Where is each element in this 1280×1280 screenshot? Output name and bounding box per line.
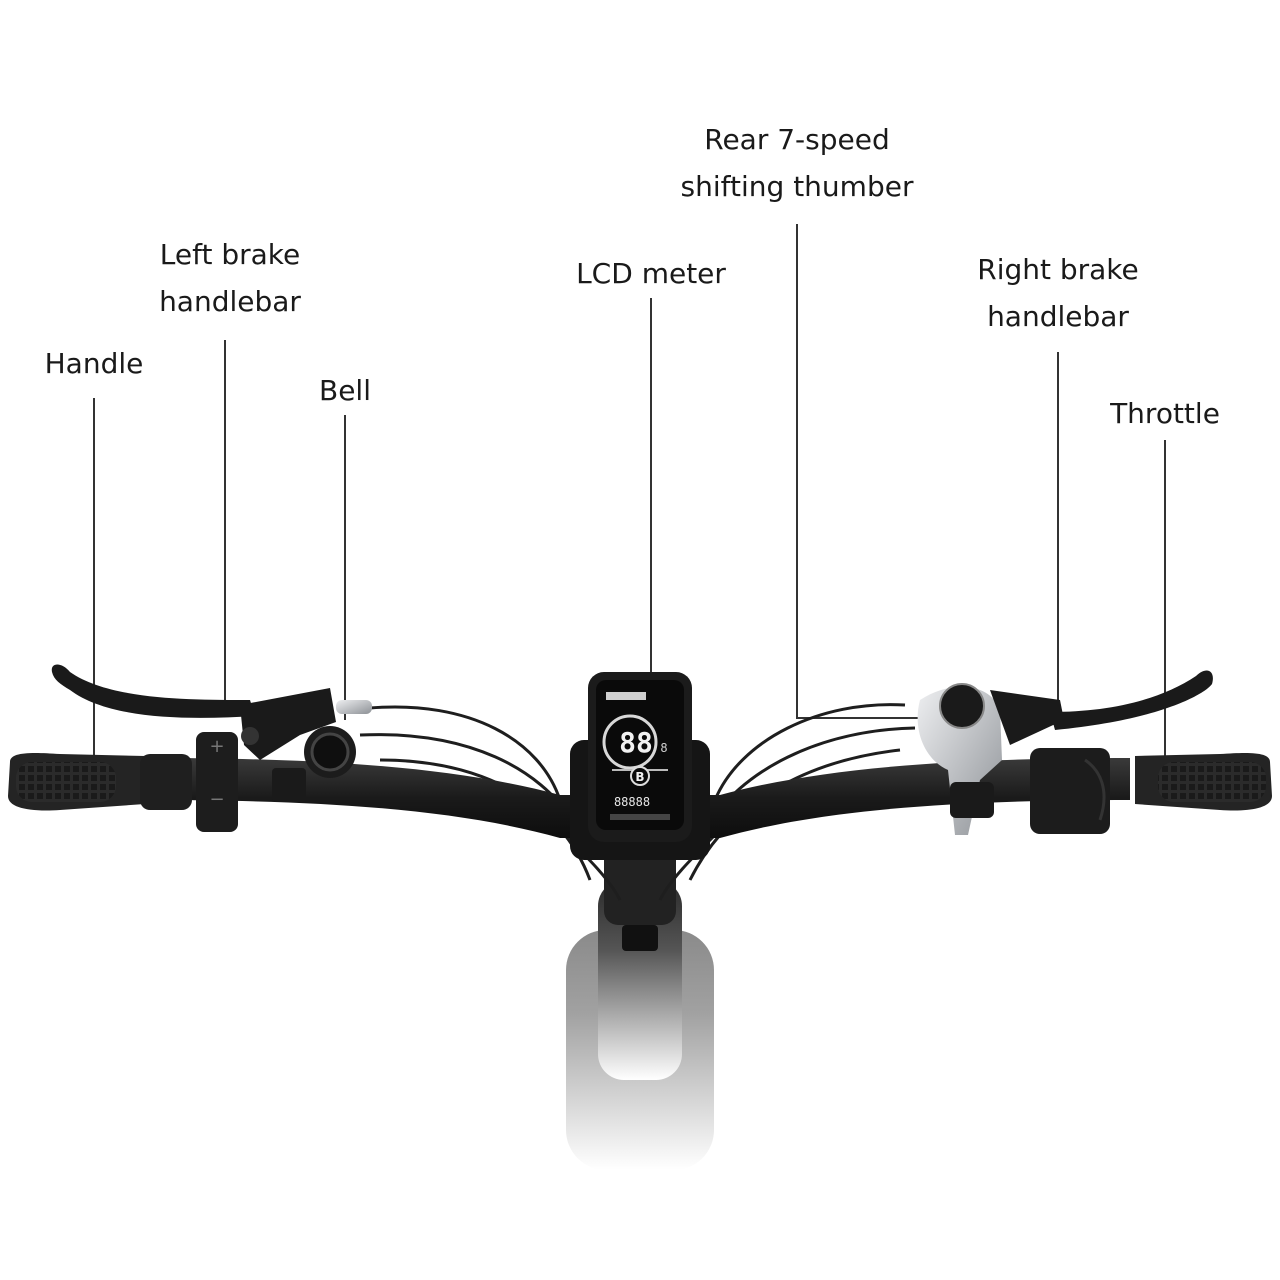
- label-right-brake-line-2: handlebar: [987, 300, 1129, 333]
- left-grip: [8, 752, 192, 811]
- lcd-meter: [570, 672, 710, 860]
- bell: [304, 700, 372, 778]
- label-handle-text: Handle: [44, 347, 144, 380]
- label-rear-shifter-line-2: shifting thumber: [680, 170, 914, 203]
- label-right-brake-line-1: Right brake: [977, 253, 1139, 286]
- label-right-brake: Right brake handlebar: [977, 246, 1139, 340]
- svg-text:−: −: [209, 789, 224, 810]
- label-left-brake-line-2: handlebar: [159, 285, 301, 318]
- lcd-speed-readout: 88: [619, 726, 653, 759]
- label-lcd-meter: LCD meter: [576, 250, 726, 297]
- stem: [566, 815, 714, 1170]
- label-throttle: Throttle: [1110, 390, 1220, 437]
- svg-text:+: +: [209, 736, 224, 757]
- right-grip: [1030, 748, 1272, 834]
- lcd-odometer: 88888: [614, 795, 650, 809]
- lcd-assist-level: B: [635, 770, 644, 784]
- label-left-brake-line-1: Left brake: [159, 238, 301, 271]
- label-left-brake: Left brake handlebar: [159, 231, 301, 325]
- right-brake-assembly: [917, 670, 1213, 835]
- label-rear-shifter-line-1: Rear 7-speed: [704, 123, 890, 156]
- leader-line-rear-shifter: [796, 224, 918, 719]
- label-lcd-meter-text: LCD meter: [576, 257, 726, 290]
- label-bell-text: Bell: [319, 374, 371, 407]
- lcd-speed-unit: 8: [660, 741, 667, 755]
- label-handle: Handle: [45, 340, 144, 387]
- leader-lines: [93, 224, 1166, 765]
- label-bell: Bell: [319, 367, 371, 414]
- label-rear-shifter: Rear 7-speed shifting thumber: [681, 116, 914, 210]
- label-throttle-text: Throttle: [1110, 397, 1220, 430]
- left-brake-assembly: + −: [51, 664, 336, 832]
